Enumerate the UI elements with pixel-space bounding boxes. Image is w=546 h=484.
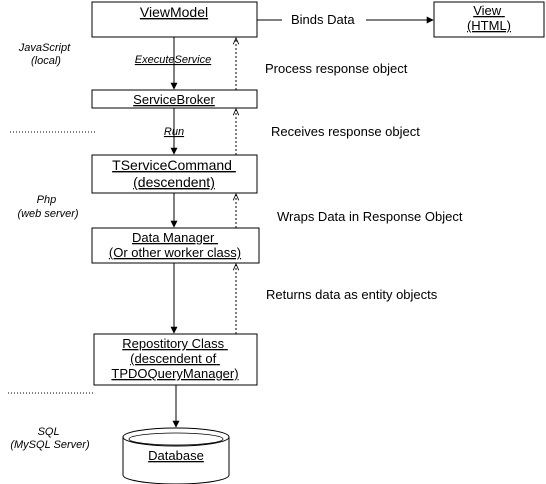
returns-data-label: Returns data as entity objects bbox=[266, 287, 438, 302]
layer-label-server: Php (web server) bbox=[17, 194, 78, 220]
viewmodel-box bbox=[91, 1, 258, 38]
datamanager-box bbox=[91, 227, 260, 264]
database-label: Database bbox=[148, 448, 204, 463]
execute-service-label: ExecuteService bbox=[135, 54, 211, 66]
receives-response-label: Receives response object bbox=[271, 124, 420, 139]
process-response-label: Process response object bbox=[265, 61, 408, 76]
repository-label: Repostitory Class (descendent of TPDOQue… bbox=[111, 336, 238, 381]
layer-label-database: SQL (MySQL Server) bbox=[10, 426, 90, 451]
tservicecommand-label: TServiceCommand (descendent) bbox=[112, 157, 236, 190]
viewmodel-label: ViewModel bbox=[140, 4, 208, 20]
view-label: View (HTML) bbox=[467, 3, 511, 33]
binds-data-label: Binds Data bbox=[291, 12, 355, 27]
wraps-data-label: Wraps Data in Response Object bbox=[277, 209, 463, 224]
view-box bbox=[433, 1, 545, 38]
datamanager-label: Data Manager (Or other worker class) bbox=[109, 230, 241, 260]
repository-box bbox=[93, 333, 258, 386]
servicebroker-label: ServiceBroker bbox=[133, 92, 215, 107]
database-cylinder bbox=[122, 427, 230, 484]
layer-label-client: JavaScript (local) bbox=[18, 42, 73, 67]
run-label: Run bbox=[164, 126, 184, 138]
